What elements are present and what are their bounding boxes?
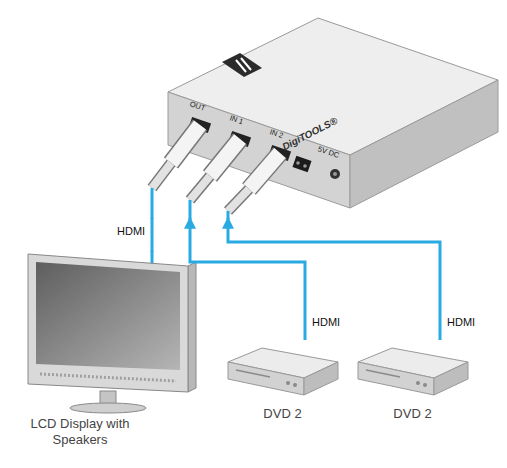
monitor-side <box>188 262 196 392</box>
dvd-button <box>286 381 290 385</box>
hdmi-plug <box>228 153 280 219</box>
switcher-front <box>168 92 350 208</box>
disc-slot <box>366 370 400 377</box>
speaker-grill <box>40 374 176 381</box>
dvd-player: DVD 2 <box>355 340 472 425</box>
power-jack <box>330 169 340 179</box>
dvd-front <box>358 362 434 395</box>
monitor-base <box>70 403 146 413</box>
hdmi-cable <box>190 218 305 340</box>
lcd-display: LCD Display with Speakers <box>20 252 200 452</box>
switcher-unit: DigiTOOLS® <box>115 8 503 218</box>
cable-label: HDMI <box>311 316 341 329</box>
monitor-frame <box>28 254 188 392</box>
device-caption: DVD 2 <box>355 406 470 422</box>
plug-boot <box>190 176 210 200</box>
disc-slot <box>236 370 270 377</box>
switcher-side <box>350 80 498 208</box>
cable <box>189 200 192 219</box>
cable-label: HDMI <box>446 316 476 329</box>
hdmi-plug <box>152 125 200 219</box>
plug-head <box>249 153 280 189</box>
dvd-side <box>304 362 338 395</box>
dvd-front <box>228 362 304 395</box>
power-jack-pin <box>333 172 337 176</box>
plug-head <box>171 125 200 163</box>
plug-head <box>171 125 200 163</box>
terminal-block <box>292 156 311 173</box>
dvd-player: DVD 2 <box>225 340 342 425</box>
brand-logo <box>222 53 262 77</box>
terminal-screw <box>303 164 307 168</box>
plug-head <box>249 153 280 189</box>
plug-head <box>210 139 240 176</box>
brand-name: DigiTOOLS® <box>280 115 339 153</box>
cable <box>227 211 230 219</box>
hdmi-cable <box>151 218 154 252</box>
device-caption: DVD 2 <box>225 406 340 422</box>
plug-boot <box>228 189 249 211</box>
logo-mark <box>236 58 251 72</box>
plug-boot <box>152 163 171 188</box>
dvd-button <box>416 381 420 385</box>
device-caption: LCD Display with Speakers <box>30 416 130 447</box>
hdmi-cable <box>228 218 440 340</box>
terminal-screw <box>296 161 300 165</box>
plug-head <box>210 139 240 176</box>
dvd-side <box>434 362 468 395</box>
monitor-screen <box>36 262 180 370</box>
plug-boot <box>152 163 171 188</box>
cable <box>151 188 154 219</box>
dvd-button <box>423 383 427 387</box>
plug-boot <box>228 189 249 211</box>
plug-boot <box>190 176 210 200</box>
cable-label: HDMI <box>116 225 146 238</box>
dvd-button <box>293 383 297 387</box>
